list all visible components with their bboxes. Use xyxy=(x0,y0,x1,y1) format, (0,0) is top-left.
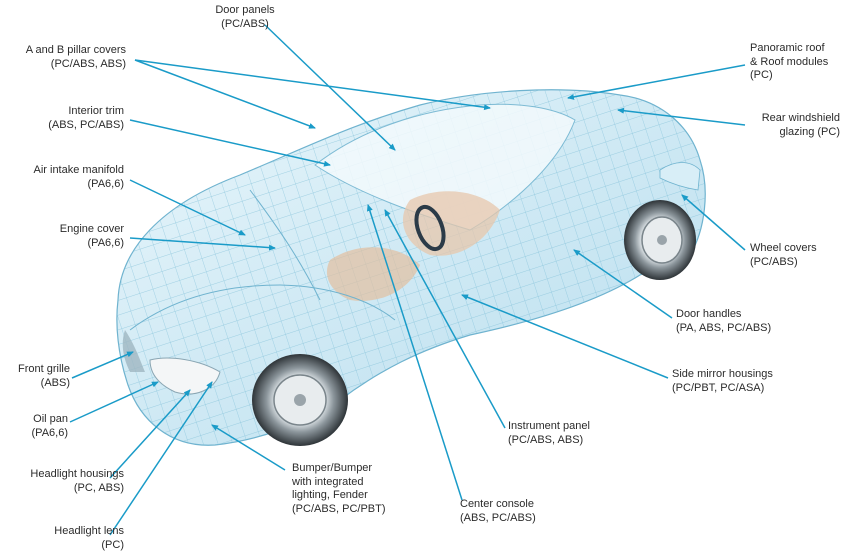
leader-pillar-a xyxy=(134,59,316,129)
label-rear-windshield: Rear windshield glazing (PC) xyxy=(761,112,840,138)
leader-oil-pan xyxy=(69,381,159,423)
label-headlight-housings: Headlight housings (PC, ABS) xyxy=(30,468,124,494)
label-bumper: Bumper/Bumper with integrated lighting, … xyxy=(292,462,386,515)
leader-center-console xyxy=(366,204,463,501)
leader-air-intake xyxy=(129,179,246,236)
label-pillar-covers: A and B pillar covers (PC/ABS, ABS) xyxy=(25,44,126,70)
label-headlight-lens: Headlight lens (PC) xyxy=(54,525,124,551)
leader-rear-windshield xyxy=(617,107,746,126)
leader-headlight-lens xyxy=(109,381,213,536)
leader-engine-cover xyxy=(129,237,276,251)
rear-wheel xyxy=(624,200,696,280)
label-center-console: Center console (ABS, PC/ABS) xyxy=(460,498,536,524)
car-body xyxy=(116,89,706,446)
leader-bumper xyxy=(211,424,286,471)
leader-wheel-covers xyxy=(681,194,746,251)
leader-front-grille xyxy=(71,351,134,379)
label-door-handles: Door handles (PA, ABS, PC/ABS) xyxy=(676,308,772,334)
leader-door-handles xyxy=(573,249,673,319)
label-roof: Panoramic roof & Roof modules (PC) xyxy=(750,42,829,81)
label-wheel-covers: Wheel covers (PC/ABS) xyxy=(750,242,817,268)
label-door-panels: Door panels (PC/ABS) xyxy=(215,4,275,30)
label-side-mirror: Side mirror housings (PC/PBT, PC/ASA) xyxy=(672,368,773,394)
label-front-grille: Front grille (ABS) xyxy=(18,363,70,389)
label-oil-pan: Oil pan (PA6,6) xyxy=(31,413,68,439)
leader-roof xyxy=(567,64,746,100)
label-instrument-panel: Instrument panel (PC/ABS, ABS) xyxy=(508,420,590,446)
label-interior-trim: Interior trim (ABS, PC/ABS) xyxy=(48,105,124,131)
leader-side-mirror xyxy=(461,294,669,379)
label-air-intake: Air intake manifold (PA6,6) xyxy=(33,164,125,190)
leader-pillar-b xyxy=(134,59,491,111)
leader-lines xyxy=(69,24,746,536)
front-wheel xyxy=(252,354,348,446)
leader-headlight-housings xyxy=(109,389,191,479)
leader-door-panels xyxy=(264,24,396,151)
leader-interior-trim xyxy=(129,119,331,167)
label-engine-cover: Engine cover (PA6,6) xyxy=(59,223,124,249)
leader-instrument-panel xyxy=(384,209,506,429)
